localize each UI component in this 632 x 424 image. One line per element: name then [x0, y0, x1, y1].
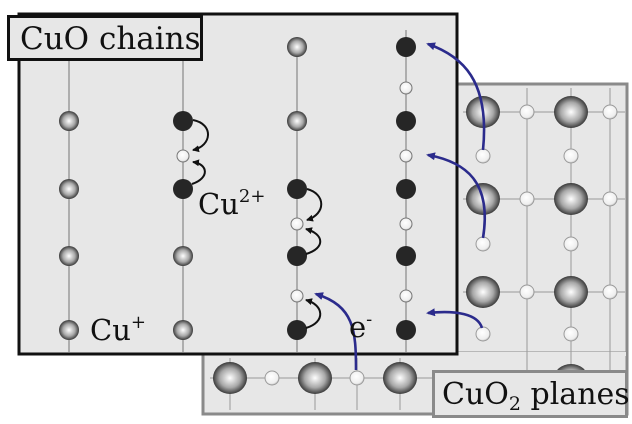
hop-arrow	[191, 159, 206, 185]
cu1-label-base: Cu	[90, 313, 131, 347]
transfer-arrow	[314, 292, 358, 371]
planes-title-prefix: CuO	[442, 377, 509, 412]
o-site	[290, 289, 304, 303]
electron-label-base: e	[349, 310, 367, 344]
o-site	[176, 149, 190, 163]
cu-site	[396, 320, 416, 340]
o-site	[399, 81, 413, 95]
planes-title-suffix: planes	[520, 377, 630, 412]
cu2-label-charge: 2+	[238, 186, 266, 207]
cuo-chains-panel	[17, 12, 459, 356]
transfer-arrows	[314, 42, 486, 371]
planes-title-subscript: 2	[508, 393, 521, 415]
hop-arrow	[305, 298, 322, 329]
cu-site	[396, 179, 416, 199]
cu-site	[396, 111, 416, 131]
cu-site	[173, 179, 193, 199]
plane-cu-atoms	[213, 96, 588, 394]
o-site	[399, 217, 413, 231]
cu2-label-base: Cu	[198, 187, 239, 221]
cu-site	[287, 179, 307, 199]
transfer-arrow	[426, 42, 486, 151]
hop-arrow	[192, 119, 209, 153]
transfer-arrow	[426, 152, 486, 239]
cu-site	[173, 246, 193, 266]
cu-site	[173, 320, 193, 340]
cu-site	[396, 37, 416, 57]
hop-arrows	[191, 119, 323, 329]
cu-site	[396, 246, 416, 266]
cu2-plus-label: Cu2+	[198, 188, 265, 219]
chains-background	[17, 12, 459, 356]
cuo2-planes-title: CuO2 planes	[432, 370, 630, 418]
cuo2-planes-panel	[201, 82, 629, 416]
chain-cu-atoms	[59, 37, 416, 340]
cu-site	[287, 320, 307, 340]
hop-arrow	[305, 227, 322, 255]
electron-label: e-	[349, 311, 372, 342]
cu-site	[287, 111, 307, 131]
hop-arrow	[306, 188, 323, 222]
o-site	[399, 289, 413, 303]
cu-site	[287, 37, 307, 57]
cuo-chains-title: CuO chains	[7, 15, 203, 61]
cu1-label-charge: +	[130, 312, 146, 333]
cu-site	[59, 179, 79, 199]
chain-o-atoms	[176, 81, 413, 303]
o-site	[399, 149, 413, 163]
cu-site	[59, 111, 79, 131]
transfer-arrow	[426, 308, 484, 329]
o-site	[290, 217, 304, 231]
cu-site	[173, 111, 193, 131]
cu-site	[287, 246, 307, 266]
cu-plus-label: Cu+	[90, 314, 146, 345]
plane-o-atoms	[264, 104, 618, 386]
cu-site	[59, 320, 79, 340]
cu-site	[59, 246, 79, 266]
electron-label-charge: -	[366, 309, 373, 330]
